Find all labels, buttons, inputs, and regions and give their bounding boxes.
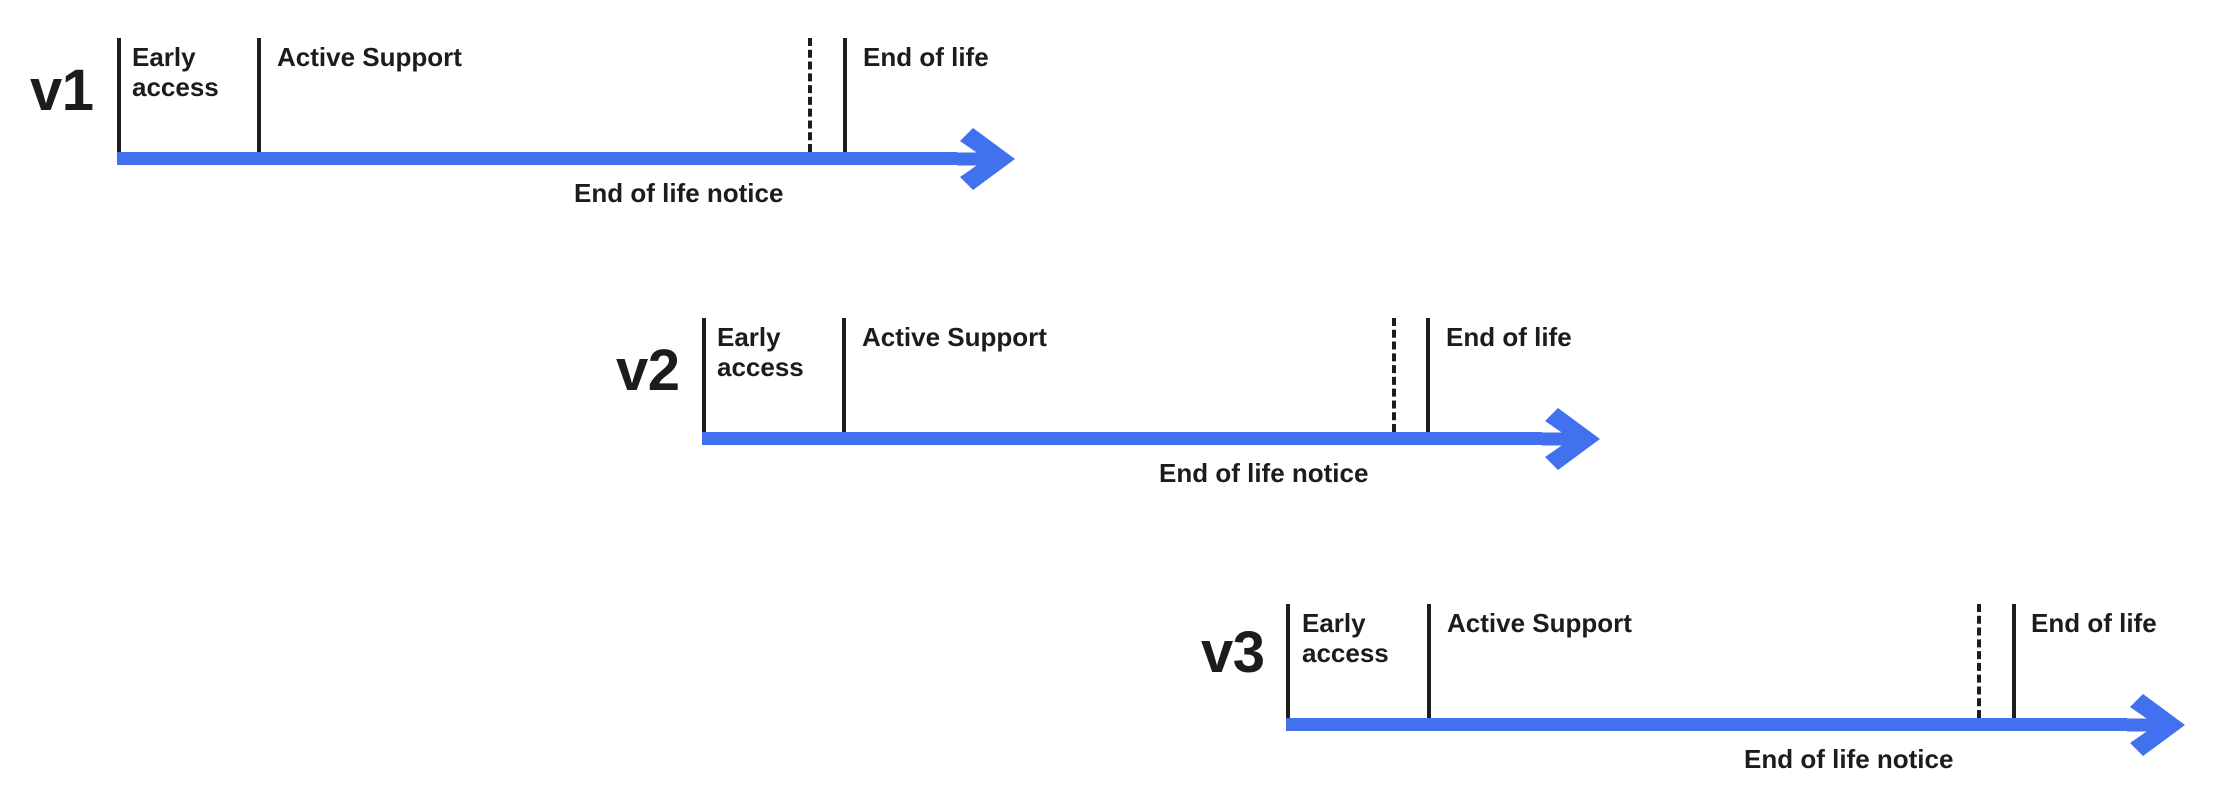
- active-support-label-v2: Active Support: [862, 322, 1047, 352]
- arrow-head-icon-v2: [1542, 407, 1600, 470]
- end-of-life-label-v3: End of life: [2031, 608, 2157, 638]
- lifecycle-bar-v2: [702, 432, 1542, 445]
- early-access-divider-v1: [117, 38, 121, 152]
- lifecycle-bar-v3: [1286, 718, 2127, 731]
- active-support-divider-v3: [1427, 604, 1431, 718]
- end-of-life-label-v1: End of life: [863, 42, 989, 72]
- end-of-life-notice-label-v3: End of life notice: [1744, 744, 1954, 774]
- early-access-label-v3: Early access: [1302, 608, 1389, 669]
- end-of-life-label-v2: End of life: [1446, 322, 1572, 352]
- early-access-divider-v3: [1286, 604, 1290, 718]
- arrow-head-icon-v1: [957, 127, 1015, 190]
- early-access-label-v2: Early access: [717, 322, 804, 383]
- end-of-life-notice-label-v1: End of life notice: [574, 178, 784, 208]
- active-support-divider-v2: [842, 318, 846, 432]
- end-of-life-divider-v2: [1426, 318, 1430, 432]
- early-access-divider-v2: [702, 318, 706, 432]
- active-support-label-v3: Active Support: [1447, 608, 1632, 638]
- active-support-label-v1: Active Support: [277, 42, 462, 72]
- end-of-life-notice-label-v2: End of life notice: [1159, 458, 1369, 488]
- version-label-v3: v3: [1201, 620, 1265, 685]
- end-of-life-divider-v1: [843, 38, 847, 152]
- active-support-divider-v1: [257, 38, 261, 152]
- lifecycle-bar-v1: [117, 152, 957, 165]
- arrow-head-icon-v3: [2127, 693, 2185, 756]
- early-access-label-v1: Early access: [132, 42, 219, 103]
- end-of-life-notice-divider-v2: [1392, 318, 1396, 432]
- end-of-life-notice-divider-v3: [1977, 604, 1981, 718]
- end-of-life-divider-v3: [2012, 604, 2016, 718]
- version-label-v1: v1: [30, 58, 94, 123]
- end-of-life-notice-divider-v1: [808, 38, 812, 152]
- version-label-v2: v2: [616, 338, 680, 403]
